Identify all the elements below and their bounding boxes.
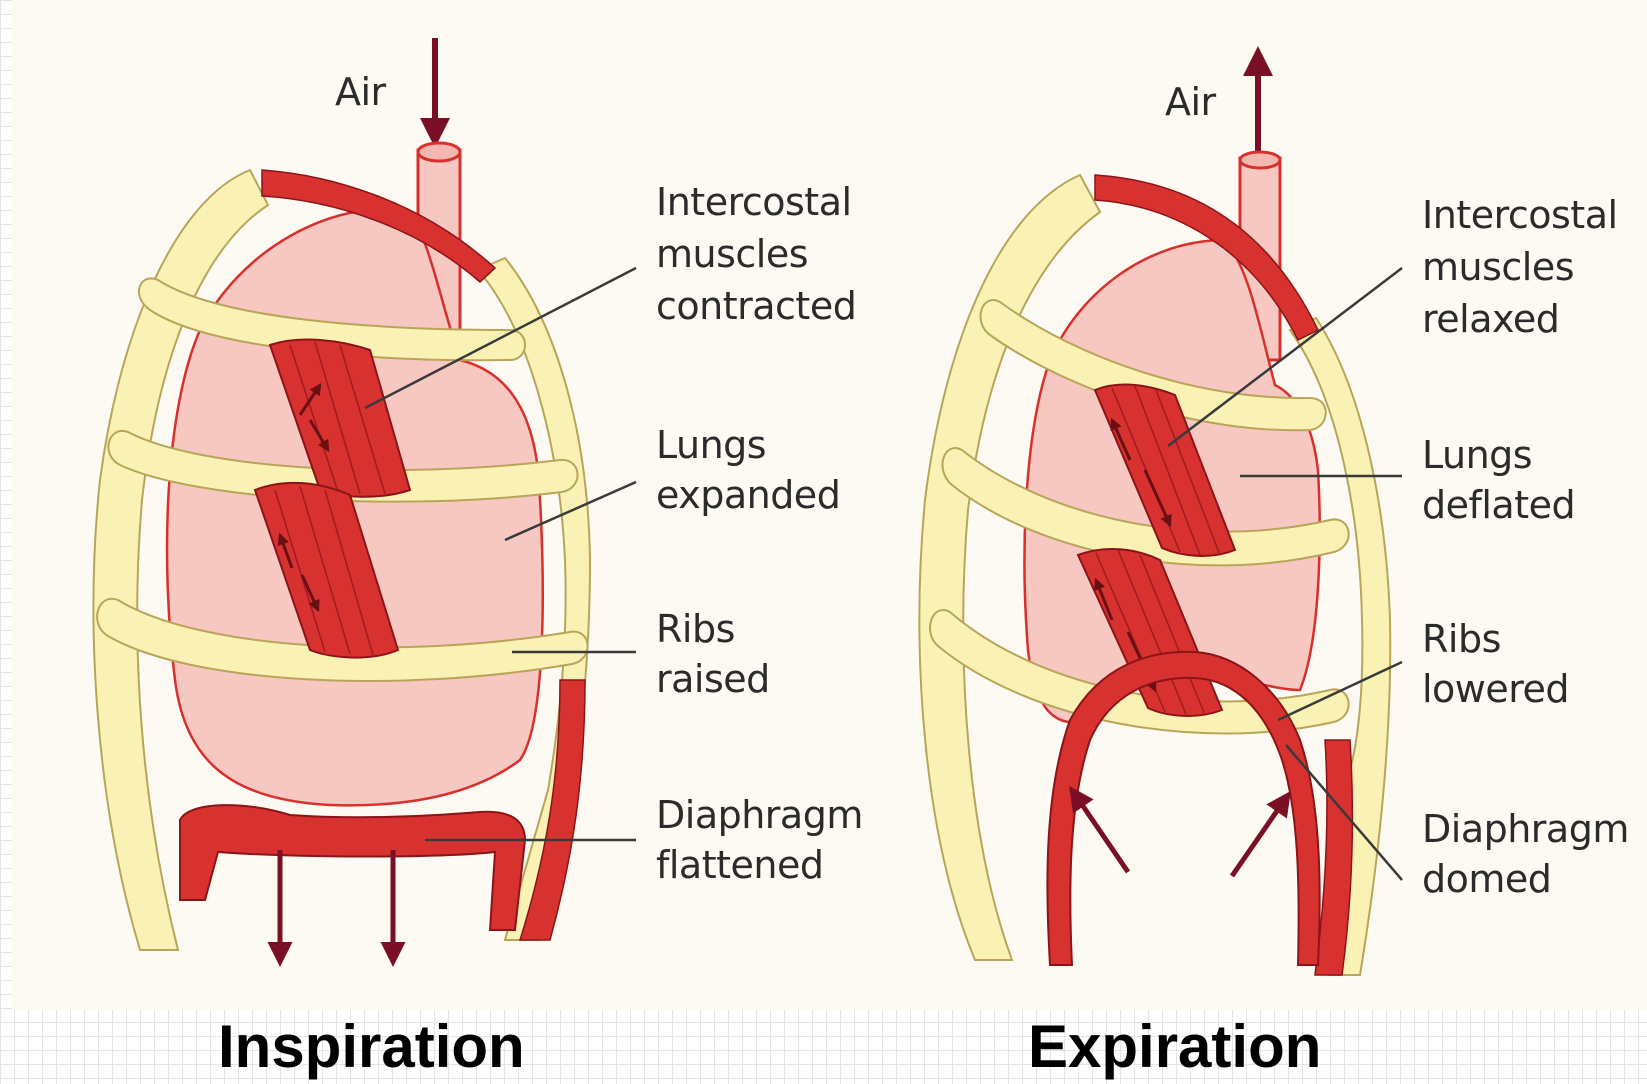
air-label: Air bbox=[1165, 80, 1217, 124]
expiration-diagram: Air bbox=[919, 52, 1640, 975]
label-ribs: Ribs raised bbox=[656, 607, 770, 701]
diaphragm-flattened bbox=[180, 805, 525, 930]
inspiration-diagram: Air bbox=[93, 38, 874, 962]
diaphragm-up-arrow-2 bbox=[1232, 795, 1288, 876]
front-muscle bbox=[1315, 740, 1352, 975]
label-ribs: Ribs lowered bbox=[1422, 617, 1569, 711]
lungs-expanded bbox=[167, 209, 543, 806]
label-intercostal: Intercostal muscles relaxed bbox=[1422, 193, 1629, 341]
label-lungs: Lungs expanded bbox=[656, 423, 840, 517]
caption-expiration: Expiration bbox=[1028, 1010, 1321, 1084]
breathing-diagram: Air bbox=[0, 0, 1647, 1010]
diaphragm-up-arrow-1 bbox=[1072, 790, 1128, 872]
label-intercostal: Intercostal muscles contracted bbox=[656, 180, 863, 328]
label-lungs: Lungs deflated bbox=[1422, 433, 1575, 527]
label-diaphragm: Diaphragm domed bbox=[1422, 807, 1640, 901]
caption-inspiration: Inspiration bbox=[218, 1010, 525, 1084]
air-label: Air bbox=[335, 70, 387, 114]
label-diaphragm: Diaphragm flattened bbox=[656, 793, 874, 887]
